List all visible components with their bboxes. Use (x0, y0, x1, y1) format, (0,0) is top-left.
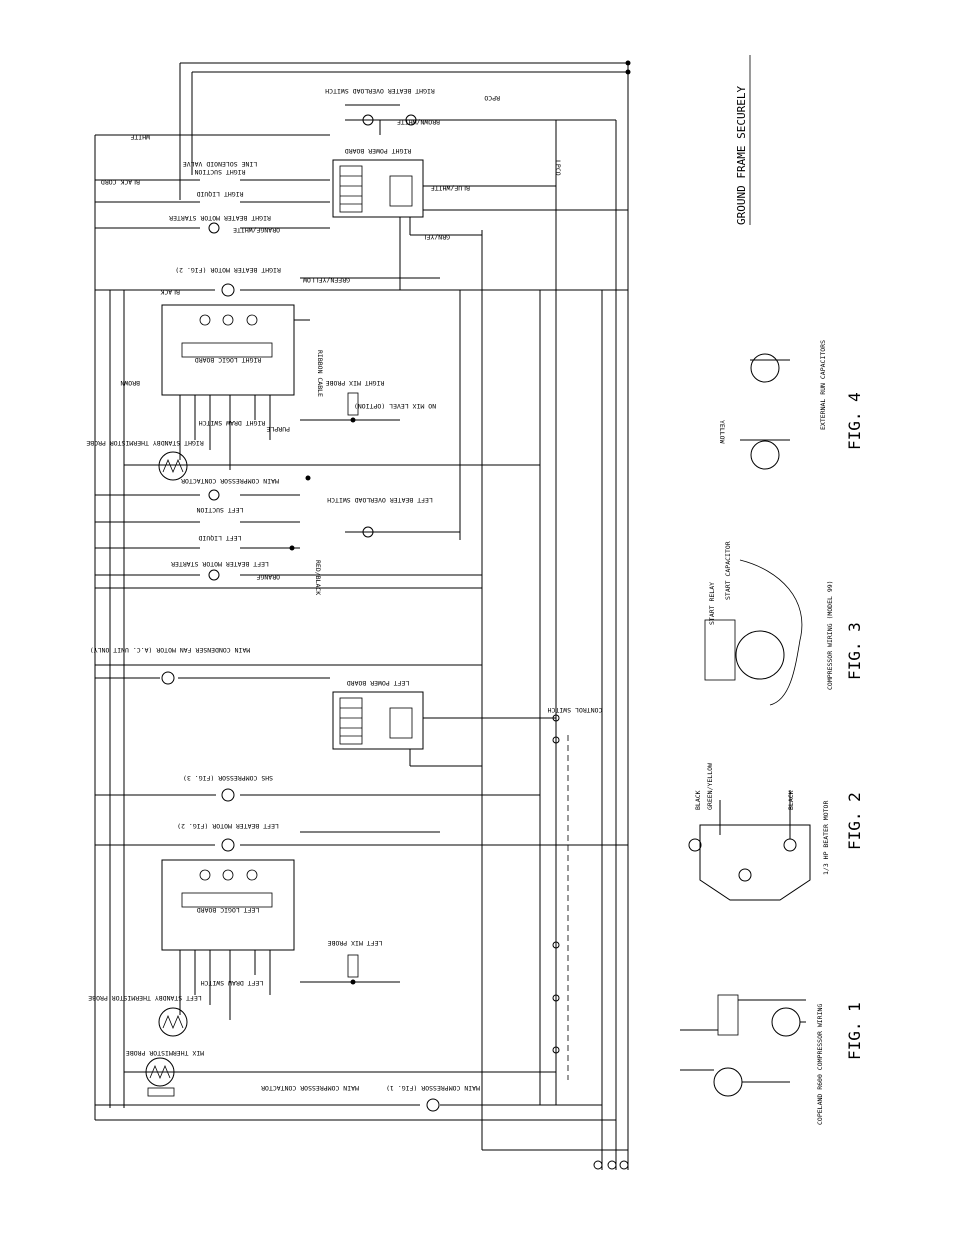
wire-label-ribbon: RIBBON CABLE (316, 350, 324, 397)
label-left-standby-probe: LEFT STANDBY THERMISTOR PROBE (88, 994, 202, 1002)
fig4-caption: EXTERNAL RUN CAPACITORS (819, 340, 827, 430)
label-left-draw-switch: LEFT DRAW SWITCH (201, 979, 264, 987)
label-right-beater-motor: RIGHT BEATER MOTOR (FIG. 2) (175, 266, 281, 274)
label-lpco: LPCO (554, 160, 562, 176)
wire-label-brown: BROWN (120, 379, 140, 387)
fig2-black-2: BLACK (787, 790, 795, 810)
label-line-solenoid-1: LINE SOLENOID VALVE (183, 160, 257, 168)
label-right-overload: RIGHT BEATER OVERLOAD SWITCH (325, 87, 435, 95)
wire-label-black: BLACK (160, 288, 180, 296)
wire-label-yellow: YELLOW (718, 420, 726, 444)
fig3-caption: COMPRESSOR WIRING (MODEL 99) (826, 580, 834, 690)
label-main-compressor: MAIN COMPRESSOR (FIG. 1) (386, 1084, 480, 1092)
fig3-label: FIG. 3 (845, 622, 864, 680)
fig3-start-relay: START RELAY (708, 582, 716, 625)
fig2-black-1: BLACK (694, 790, 702, 810)
label-right-draw-switch: RIGHT DRAW SWITCH (199, 419, 266, 427)
label-right-beater-starter: RIGHT BEATER MOTOR STARTER (169, 214, 271, 222)
label-left-suction: LEFT SUCTION (196, 506, 243, 514)
title-block: GROUND FRAME SECURELY (735, 55, 751, 225)
label-left-beater-motor: LEFT BEATER MOTOR (FIG. 2) (177, 822, 279, 830)
wire-label-purple: PURPLE (266, 425, 290, 433)
main-schematic (94, 60, 631, 1170)
label-main-comp-contactor-2: MAIN COMPRESSOR CONTACTOR (261, 1084, 359, 1092)
schematic-labels: RIGHT LOGIC BOARD LEFT LOGIC BOARD RIGHT… (86, 87, 726, 1092)
wire-label-green-yellow: GREEN/YELLOW (303, 276, 350, 284)
fig2-caption: 1/3 HP BEATER MOTOR (822, 801, 830, 875)
figure-3: FIG. 3 COMPRESSOR WIRING (MODEL 99) STAR… (704, 541, 864, 706)
wire-label-black-cord: BLACK CORD (101, 178, 140, 186)
label-right-suction: RIGHT SUCTION (194, 168, 245, 176)
label-left-beater-starter: LEFT BEATER MOTOR STARTER (171, 560, 269, 568)
label-main-comp-contactor-1: MAIN COMPRESSOR CONTACTOR (181, 477, 279, 485)
board-label-right-power: RIGHT POWER BOARD (345, 147, 412, 155)
wire-label-orange: ORANGE (256, 573, 280, 581)
label-rpco: RPCO (484, 94, 500, 102)
label-right-standby-probe: RIGHT STANDBY THERMISTOR PROBE (86, 439, 203, 447)
wire-label-orange-white: ORANGE/WHITE (233, 226, 280, 234)
board-label-left-logic: LEFT LOGIC BOARD (197, 906, 260, 914)
board-label-left-power: LEFT POWER BOARD (347, 679, 410, 687)
label-left-mix-probe: LEFT MIX PROBE (328, 939, 383, 947)
label-right-liquid: RIGHT LIQUID (196, 190, 243, 198)
fig4-label: FIG. 4 (845, 392, 864, 450)
label-condenser-fan: MAIN CONDENSER FAN MOTOR (A.C. UNIT ONLY… (90, 646, 250, 654)
title-ground-frame: GROUND FRAME SECURELY (735, 86, 748, 225)
label-shs-compressor: SHS COMPRESSOR (FIG. 3) (183, 774, 273, 782)
label-right-mix-probe: RIGHT MIX PROBE (326, 379, 385, 387)
fig1-caption: COPELAND R600 COMPRESSOR WIRING (816, 1004, 824, 1125)
fig3-start-capacitor: START CAPACITOR (724, 541, 732, 600)
wire-label-white: WHITE (130, 133, 150, 141)
figure-4: FIG. 4 EXTERNAL RUN CAPACITORS (740, 340, 864, 470)
label-mix-thermistor: MIX THERMISTOR PROBE (126, 1049, 204, 1057)
wire-label-brown-white: BROWN/WHITE (397, 118, 440, 126)
wire-label-red-black: RED/BLACK (314, 560, 322, 595)
fig2-green-yellow: GREEN/YELLOW (706, 763, 714, 810)
fig1-label: FIG. 1 (845, 1002, 864, 1060)
board-label-right-logic: RIGHT LOGIC BOARD (195, 356, 262, 364)
wire-label-blue-white: BLUE/WHITE (431, 184, 470, 192)
figure-2: FIG. 2 1/3 HP BEATER MOTOR BLACK GREEN/Y… (688, 763, 864, 901)
label-control-switch: CONTROL SWITCH (548, 706, 603, 714)
label-left-overload: LEFT BEATER OVERLOAD SWITCH (327, 496, 433, 504)
label-no-mix-level-right: NO MIX LEVEL (OPTION) (354, 402, 436, 410)
figure-1: FIG. 1 COPELAND R600 COMPRESSOR WIRING (680, 994, 864, 1125)
fig2-label: FIG. 2 (845, 792, 864, 850)
wire-label-grn-yel: GRN/YEL (423, 233, 450, 241)
label-left-liquid: LEFT LIQUID (198, 534, 241, 542)
